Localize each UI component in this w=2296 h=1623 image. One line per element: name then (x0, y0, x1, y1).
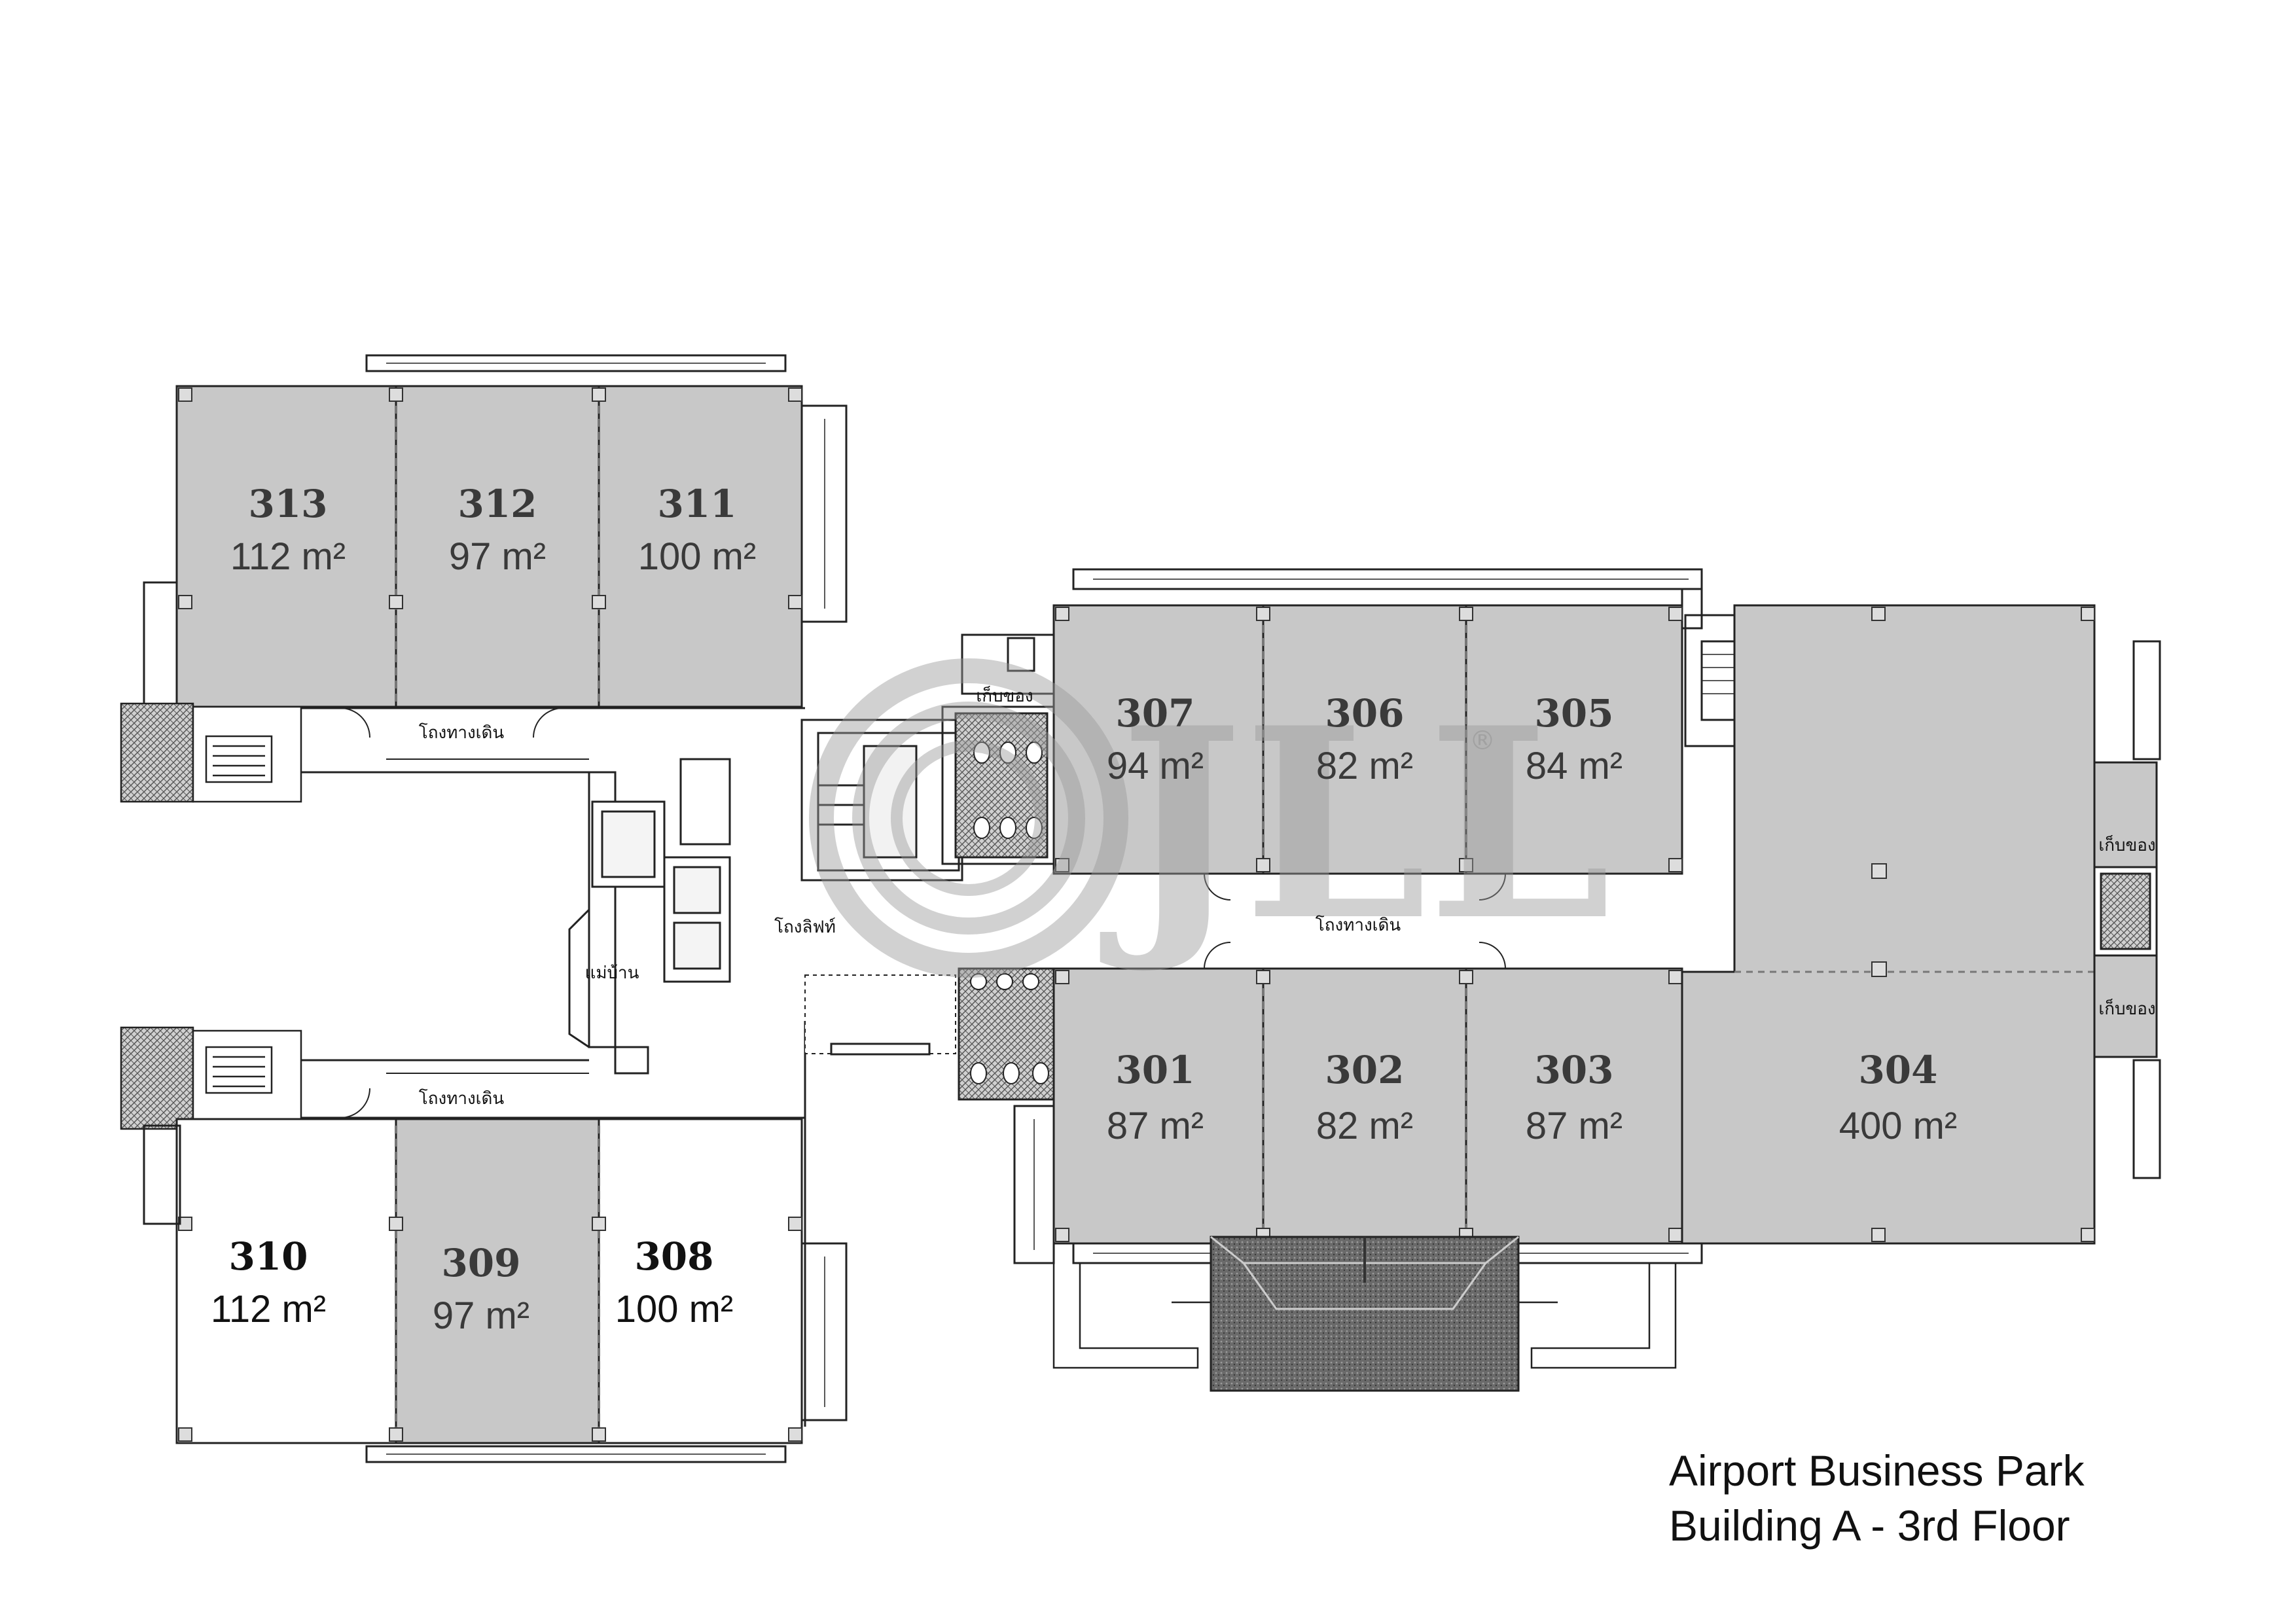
unit-area-305[interactable] (1465, 604, 1683, 875)
unit-size-309: 97 m² (433, 1294, 529, 1337)
unit-area-308[interactable] (598, 1118, 803, 1444)
unit-area-306[interactable] (1262, 604, 1467, 875)
columns-west-north (178, 387, 802, 609)
label-corridor-east: โถงทางเดิน (1316, 915, 1401, 935)
label-storage-center: เก็บของ (976, 685, 1033, 706)
unit-size-302: 82 m² (1316, 1105, 1413, 1147)
stair-west-south (120, 1026, 302, 1130)
unit-area-301[interactable] (1052, 967, 1265, 1245)
unit-number-305: 305 (1534, 691, 1613, 736)
unit-size-304: 400 m² (1839, 1105, 1958, 1147)
entrance-canopy (1210, 1236, 1520, 1392)
unit-number-302: 302 (1325, 1048, 1404, 1092)
unit-area-307[interactable] (1052, 604, 1265, 875)
unit-number-308: 308 (634, 1234, 713, 1279)
label-corridor-west-north: โถงทางเดิน (419, 722, 505, 743)
label-storage-east-south: เก็บของ (2098, 998, 2155, 1019)
east-service-strip (2093, 640, 2161, 1179)
unit-number-310: 310 (228, 1234, 308, 1279)
columns-west-south (178, 1217, 802, 1442)
unit-number-307: 307 (1115, 691, 1194, 736)
unit-number-301: 301 (1115, 1048, 1194, 1092)
caption-floor-name: Building A - 3rd Floor (1669, 1501, 2070, 1550)
unit-size-301: 87 m² (1107, 1105, 1204, 1147)
unit-area-309[interactable] (395, 1118, 600, 1444)
corridor-west-north (301, 707, 805, 774)
unit-number-309: 309 (441, 1241, 520, 1285)
label-storage-east-north: เก็บของ (2098, 834, 2155, 855)
label-housekeeping: แม่บ้าน (585, 963, 639, 983)
unit-area-304[interactable] (1681, 604, 2096, 1245)
columns-east-north (1055, 607, 1683, 872)
lift-core (568, 758, 731, 1075)
unit-number-304: 304 (1858, 1048, 1937, 1092)
unit-labels: 313 112 m² 312 97 m² 311 100 m² 307 94 m² 306 82 … (211, 482, 1957, 1337)
toilet-fixtures (970, 741, 1049, 1084)
unit-size-312: 97 m² (449, 535, 546, 578)
unit-area-310[interactable] (175, 1118, 397, 1444)
label-corridor-west-south: โถงทางเดิน (419, 1088, 505, 1109)
label-lift-lobby: โถงลิฟท์ (774, 917, 836, 937)
columns-304 (1871, 607, 2095, 1242)
jll-watermark: JLL ® (809, 658, 1611, 978)
unit-number-313: 313 (248, 482, 327, 526)
unit-area-303[interactable] (1465, 967, 1683, 1245)
unit-size-306: 82 m² (1316, 745, 1413, 787)
caption-project-name: Airport Business Park (1669, 1446, 2085, 1495)
unit-size-305: 84 m² (1526, 745, 1623, 787)
watermark-registered: ® (1469, 726, 1496, 756)
unit-size-303: 87 m² (1526, 1105, 1623, 1147)
plan-caption: Airport Business Park Building A - 3rd F… (1669, 1443, 2085, 1553)
watermark-brand: JLL (1099, 671, 1611, 978)
stair-west-north (120, 702, 302, 803)
unit-size-307: 94 m² (1107, 745, 1204, 787)
unit-size-311: 100 m² (638, 535, 757, 578)
unit-area-311[interactable] (598, 385, 803, 708)
unit-number-306: 306 (1325, 691, 1404, 736)
unit-number-303: 303 (1534, 1048, 1613, 1092)
unit-number-312: 312 (457, 482, 537, 526)
unit-size-310: 112 m² (211, 1288, 326, 1330)
unit-number-311: 311 (657, 482, 736, 526)
unit-size-313: 112 m² (230, 535, 346, 578)
west-wing-south-edge (143, 1124, 848, 1463)
unit-size-308: 100 m² (615, 1288, 734, 1330)
